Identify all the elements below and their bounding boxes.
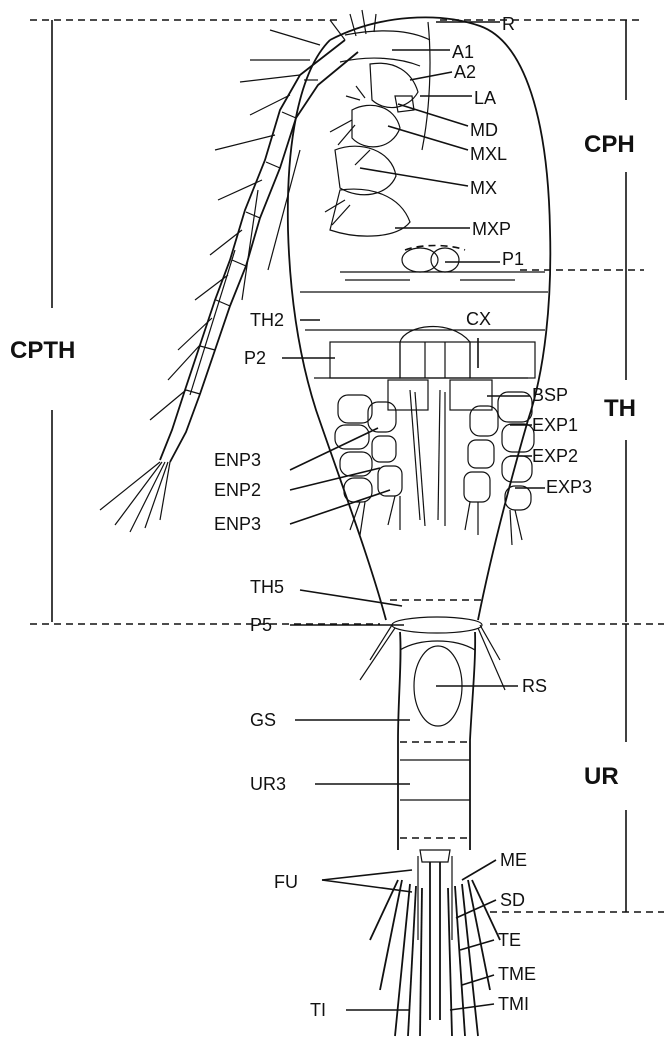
label-ti: TI: [310, 1000, 326, 1020]
label-tme: TME: [498, 964, 536, 984]
region-label-cph: CPH: [584, 131, 635, 158]
left-legs: [335, 380, 428, 535]
urosome: [398, 632, 475, 1020]
label-me: ME: [500, 850, 527, 870]
label-bsp: BSP: [532, 385, 568, 405]
label-cx: CX: [466, 309, 491, 329]
label-exp3: EXP3: [546, 477, 592, 497]
label-fu: FU: [274, 872, 298, 892]
label-tmi: TMI: [498, 994, 529, 1014]
label-te: TE: [498, 930, 521, 950]
label-gs: GS: [250, 710, 276, 730]
region-label-ur: UR: [584, 763, 619, 790]
label-a2: A2: [454, 62, 476, 82]
coxa-cx: [330, 327, 535, 378]
cpth-bracket: [30, 20, 380, 624]
furcal-setae: [370, 880, 500, 1036]
label-sd: SD: [500, 890, 525, 910]
label-mxl: MXL: [470, 144, 507, 164]
label-p5: P5: [250, 615, 272, 635]
region-label-th: TH: [604, 395, 636, 422]
label-th2: TH2: [250, 310, 284, 330]
label-p2: P2: [244, 348, 266, 368]
label-mxp: MXP: [472, 219, 511, 239]
label-enp3-bottom: ENP3: [214, 514, 261, 534]
label-ur3: UR3: [250, 774, 286, 794]
label-la: LA: [474, 88, 496, 108]
label-exp2: EXP2: [532, 446, 578, 466]
mouthparts: [325, 63, 418, 236]
label-p1: P1: [502, 249, 524, 269]
label-exp1: EXP1: [532, 415, 578, 435]
label-mx: MX: [470, 178, 497, 198]
label-r: R: [502, 14, 515, 34]
region-label-cpth: CPTH: [10, 337, 75, 364]
label-enp2: ENP2: [214, 480, 261, 500]
part-labels: R A1 A2 LA MD MXL MX MXP P1 CX TH2 P2 BS…: [214, 14, 592, 1020]
th5-p5: [360, 600, 505, 690]
label-th5: TH5: [250, 577, 284, 597]
label-enp3-top: ENP3: [214, 450, 261, 470]
label-rs: RS: [522, 676, 547, 696]
label-md: MD: [470, 120, 498, 140]
label-a1: A1: [452, 42, 474, 62]
right-legs: [438, 380, 534, 545]
